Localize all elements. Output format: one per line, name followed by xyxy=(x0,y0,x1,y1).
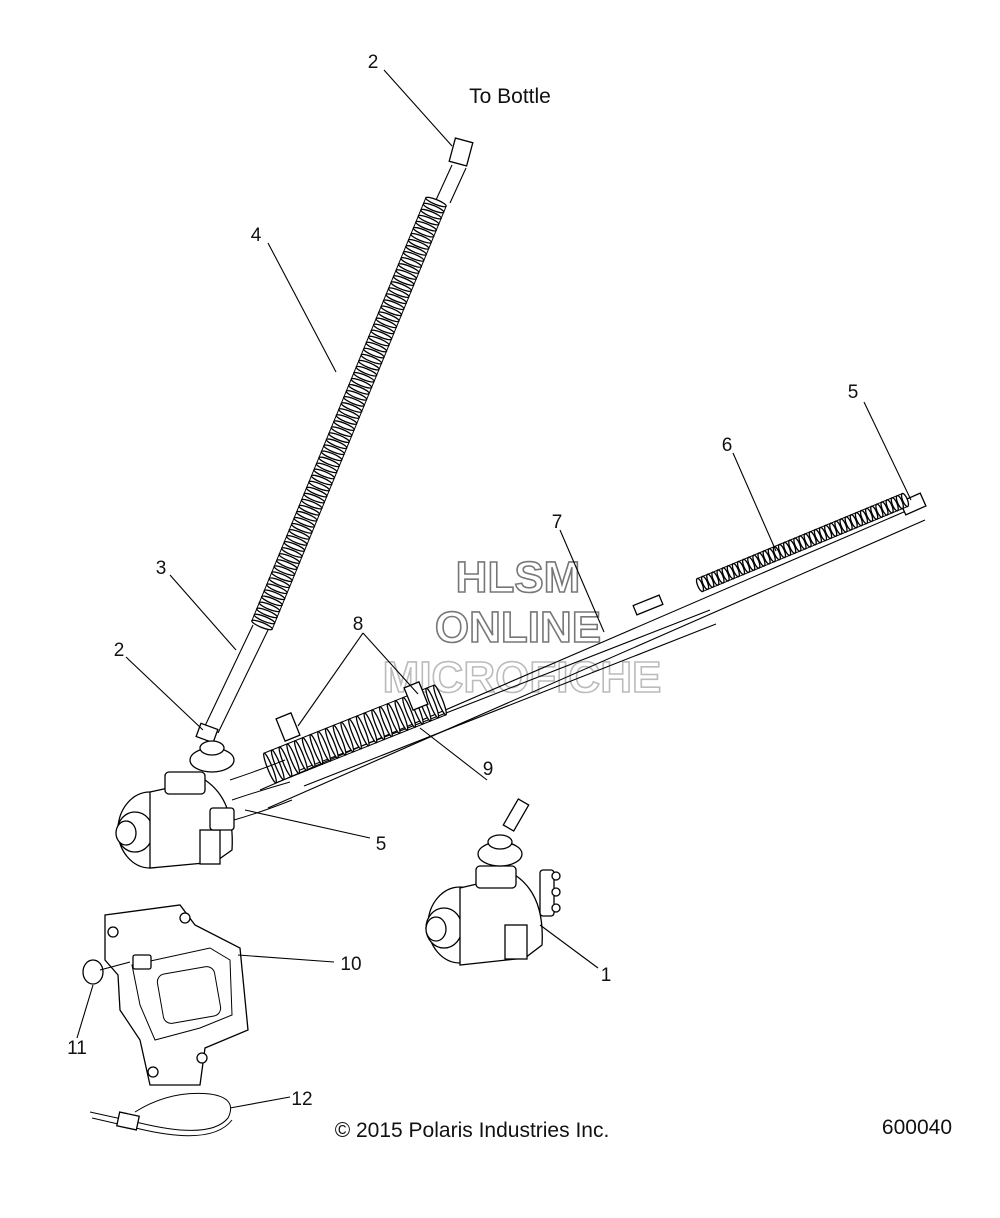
callout-5-right: 5 xyxy=(848,382,859,403)
callout-9: 9 xyxy=(483,759,494,780)
to-bottle-label: To Bottle xyxy=(469,85,551,108)
callout-4: 4 xyxy=(251,225,262,246)
callouts: 2 4 3 2 8 7 6 5 9 5 1 10 11 12 xyxy=(67,52,858,1110)
watermark-line1: HLSM xyxy=(456,553,581,602)
callout-8: 8 xyxy=(353,614,364,635)
leader-lines xyxy=(76,69,912,1109)
sleeve-7 xyxy=(632,594,664,616)
callout-10: 10 xyxy=(340,954,361,975)
watermark-line2: ONLINE xyxy=(435,603,601,652)
callout-3: 3 xyxy=(156,558,167,579)
corrugated-tube-upper xyxy=(251,196,447,631)
pump-assembly-spare xyxy=(425,798,561,966)
rivet xyxy=(82,959,104,985)
callout-6: 6 xyxy=(722,435,733,456)
callout-2-top: 2 xyxy=(368,52,379,73)
cable-tie xyxy=(89,1092,233,1137)
pump-assembly-installed xyxy=(115,740,293,869)
clamp-8a xyxy=(275,712,301,742)
callout-5-low: 5 xyxy=(376,834,387,855)
hose-long xyxy=(259,492,927,809)
copyright-text: © 2015 Polaris Industries Inc. xyxy=(335,1119,610,1142)
watermark: HLSM ONLINE MICROFICHE xyxy=(382,552,662,703)
hose-to-bottle xyxy=(195,137,474,744)
mounting-bracket xyxy=(82,904,249,1086)
callout-7: 7 xyxy=(552,512,563,533)
corrugated-tube-right xyxy=(695,492,910,593)
callout-12: 12 xyxy=(291,1089,312,1110)
callout-11: 11 xyxy=(67,1038,87,1059)
corrugated-tube-mid xyxy=(263,684,447,784)
callout-2-mid: 2 xyxy=(114,640,125,661)
clamp-8b xyxy=(403,681,429,711)
top-clamp xyxy=(448,137,474,167)
callout-1: 1 xyxy=(601,965,612,986)
diagram-number: 600040 xyxy=(882,1116,952,1139)
